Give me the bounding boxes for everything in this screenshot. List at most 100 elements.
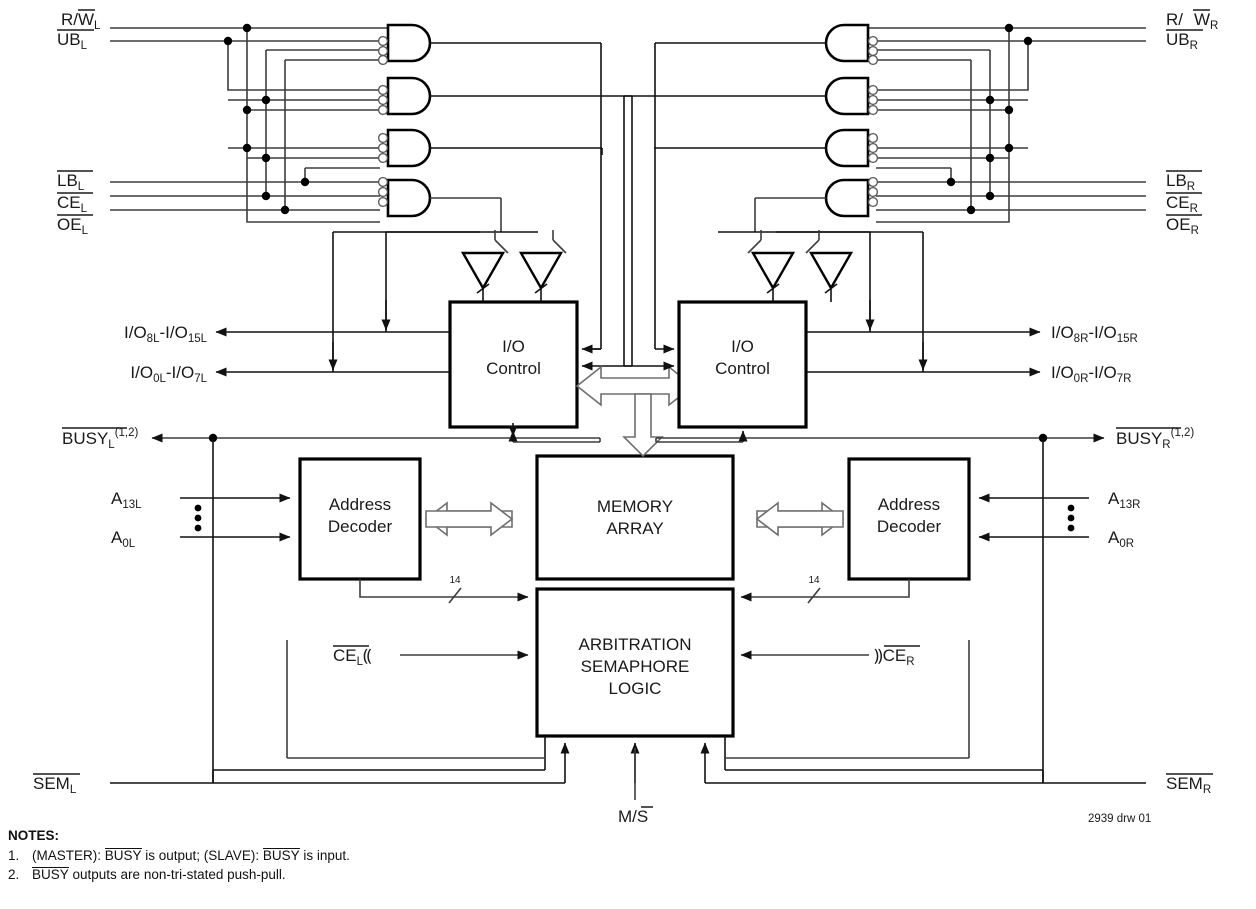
right-address-inputs <box>978 493 1089 542</box>
left-routing-verticals <box>227 28 380 223</box>
right-io-control-inputs <box>624 344 675 371</box>
label-a-lo-left: A0L <box>111 528 136 550</box>
address-decoder-right-block: Address Decoder <box>847 457 971 581</box>
svg-text:LBL: LBL <box>57 171 85 193</box>
left-io-output-arrows <box>215 300 450 377</box>
svg-text:R/: R/ <box>1166 10 1183 29</box>
memory-array-block: MEMORY ARRAY <box>535 454 735 581</box>
svg-text:I/O0R-I/O7R: I/O0R-I/O7R <box>1051 363 1131 385</box>
label-lb-left: LBL <box>57 170 93 193</box>
arbitration-line1: ARBITRATION <box>578 635 691 654</box>
right-buffer-1 <box>747 230 796 302</box>
label-ce-left: CEL <box>57 192 93 215</box>
svg-text:A0R: A0R <box>1108 528 1134 550</box>
svg-text:I/O0L-I/O7L: I/O0L-I/O7L <box>130 363 207 385</box>
left-and-gate-4 <box>377 176 501 218</box>
note-number: 2. <box>8 867 20 883</box>
note-text: (MASTER): BUSY is output; (SLAVE): BUSY … <box>32 847 350 863</box>
right-io-output-arrows <box>806 300 1041 377</box>
hollow-arrow-right <box>755 501 845 537</box>
label-oe-right: OER <box>1166 214 1202 237</box>
address-decoder-right-line1: Address <box>878 495 940 514</box>
svg-text:OER: OER <box>1166 215 1199 237</box>
left-and-gate-3 <box>377 128 602 168</box>
io-control-left-line2: Control <box>486 359 541 378</box>
right-and-gate-2 <box>624 76 879 116</box>
label-rw-left: R/ WL <box>61 9 101 32</box>
left-junction-dots <box>223 23 310 215</box>
svg-text:CEL: CEL <box>57 193 88 215</box>
notes-heading: NOTES: <box>8 828 60 843</box>
svg-text:A13L: A13L <box>111 489 142 511</box>
io-control-left-line1: I/O <box>502 337 525 356</box>
svg-text:I/O8R-I/O15R: I/O8R-I/O15R <box>1051 323 1138 345</box>
svg-text:BUSYR(1,2): BUSYR(1,2) <box>1116 427 1194 451</box>
label-busy-left: BUSYL(1,2) <box>62 427 139 451</box>
label-ce-arb-left: CEL⸨ <box>333 645 372 668</box>
left-input-bus <box>110 27 388 211</box>
right-input-bus <box>868 27 1146 211</box>
label-a-hi-left: A13L <box>111 489 142 511</box>
svg-text:CER: CER <box>1166 193 1198 215</box>
svg-text:UBR: UBR <box>1166 30 1198 52</box>
left-buffer-1 <box>460 230 509 302</box>
arbitration-line2: SEMAPHORE <box>581 657 690 676</box>
busy-left-to-iocontrol <box>508 430 601 443</box>
io-control-right-line2: Control <box>715 359 770 378</box>
arbitration-block: ARBITRATION SEMAPHORE LOGIC <box>535 587 735 738</box>
svg-text:WR: WR <box>1194 10 1218 32</box>
right-junction-dots <box>946 23 1033 215</box>
svg-text:⸩CER: ⸩CER <box>874 646 915 668</box>
memory-array-line1: MEMORY <box>597 497 673 516</box>
label-ub-right: UBR <box>1166 29 1203 52</box>
right-bus-width-label: 14 <box>808 575 820 586</box>
svg-text:M/S: M/S <box>618 807 648 826</box>
address-decoder-left-line2: Decoder <box>328 517 393 536</box>
svg-text:SEML: SEML <box>33 774 77 796</box>
busy-right-line <box>655 430 1105 783</box>
left-gate-output-routing <box>500 43 633 366</box>
label-ub-left: UBL <box>57 29 94 52</box>
right-and-gate-3 <box>654 128 879 168</box>
svg-text:WL: WL <box>78 10 101 32</box>
arbitration-ce-routing <box>286 640 970 759</box>
label-ce-right: CER <box>1166 192 1202 215</box>
svg-text:BUSYL(1,2): BUSYL(1,2) <box>62 427 139 451</box>
right-and-gate-1 <box>655 23 879 66</box>
left-and-gate-2 <box>377 76 632 116</box>
notes-section: NOTES: 1. (MASTER): BUSY is output; (SLA… <box>8 826 350 885</box>
svg-text:R/: R/ <box>61 10 78 29</box>
svg-text:I/O8L-I/O15L: I/O8L-I/O15L <box>124 323 208 345</box>
left-buffer-2 <box>518 230 567 302</box>
drawing-number: 2939 drw 01 <box>1088 813 1151 825</box>
io-control-right-line1: I/O <box>731 337 754 356</box>
svg-text:A0L: A0L <box>111 528 136 550</box>
note-text: BUSY outputs are non-tri-stated push-pul… <box>32 867 286 883</box>
label-io-lo-left: I/O0L-I/O7L <box>130 363 207 385</box>
label-ce-arb-right: ⸩CER <box>874 645 920 668</box>
memory-array-line2: ARRAY <box>606 519 663 538</box>
note-item: 2. BUSY outputs are non-tri-stated push-… <box>8 865 350 885</box>
label-io-lo-right: I/O0R-I/O7R <box>1051 363 1131 385</box>
note-item: 1. (MASTER): BUSY is output; (SLAVE): BU… <box>8 846 350 866</box>
label-io-hi-left: I/O8L-I/O15L <box>124 323 208 345</box>
label-busy-right: BUSYR(1,2) <box>1116 427 1194 451</box>
arbitration-bottom-inputs <box>110 736 1146 800</box>
left-bus-width-label: 14 <box>449 575 461 586</box>
left-decoder-to-arbitration: 14 <box>359 575 529 604</box>
svg-text:UBL: UBL <box>57 30 88 52</box>
label-ms: M/S <box>618 806 653 826</box>
io-control-left-block: I/O Control <box>448 300 579 429</box>
label-io-hi-right: I/O8R-I/O15R <box>1051 323 1138 345</box>
right-buffer-2 <box>805 230 854 302</box>
hollow-arrow-left <box>424 501 514 537</box>
right-gate-output-routing <box>623 43 756 366</box>
address-decoder-left-block: Address Decoder <box>298 457 422 581</box>
svg-text:CEL⸨: CEL⸨ <box>333 646 372 668</box>
label-lb-right: LBR <box>1166 170 1202 193</box>
label-rw-right: R/ WR <box>1166 9 1218 32</box>
note-number: 1. <box>8 847 20 863</box>
left-address-inputs <box>180 493 291 542</box>
svg-text:A13R: A13R <box>1108 489 1140 511</box>
